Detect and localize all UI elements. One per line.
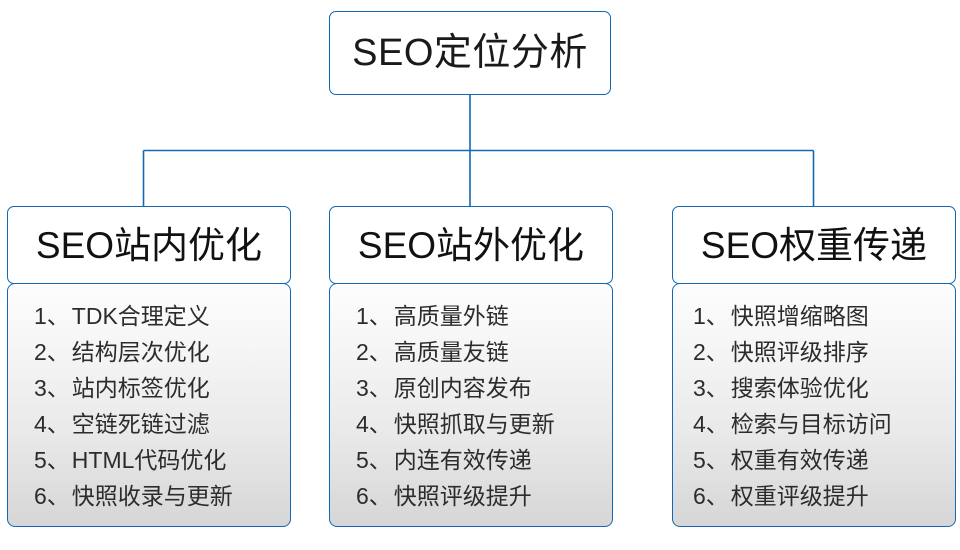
list-item-number: 5、 — [34, 447, 70, 473]
list-item-text: 权重有效传递 — [730, 447, 869, 473]
list-item: 4、 检索与目标访问 — [673, 406, 955, 442]
list-item-text: 快照抓取与更新 — [393, 411, 555, 437]
list-item-number: 6、 — [693, 483, 729, 509]
branch-column-1: SEO站内优化 1、 TDK合理定义 2、 结构层次优化 3、 站内标签优化 4… — [7, 206, 291, 527]
list-item: 5、 HTML代码优化 — [8, 442, 290, 478]
list-item-text: 权重评级提升 — [730, 483, 869, 509]
list-item-number: 6、 — [34, 483, 70, 509]
list-item: 2、 高质量友链 — [330, 334, 612, 370]
root-node[interactable]: SEO定位分析 — [329, 11, 611, 95]
branch-header-3[interactable]: SEO权重传递 — [672, 206, 956, 284]
list-item-text: 原创内容发布 — [393, 375, 532, 401]
list-item-text: 高质量外链 — [393, 303, 509, 329]
list-item: 6、 快照收录与更新 — [8, 478, 290, 514]
list-item-number: 4、 — [34, 411, 70, 437]
list-item-text: 站内标签优化 — [71, 375, 210, 401]
list-item-text: HTML代码优化 — [71, 447, 227, 473]
list-item-text: 快照收录与更新 — [71, 483, 233, 509]
list-item: 6、 快照评级提升 — [330, 478, 612, 514]
list-item-number: 2、 — [693, 339, 729, 365]
list-item-number: 3、 — [356, 375, 392, 401]
list-item-number: 1、 — [693, 303, 729, 329]
root-node-label: SEO定位分析 — [352, 32, 588, 74]
branch-header-label-2: SEO站外优化 — [357, 224, 585, 266]
list-item: 2、 快照评级排序 — [673, 334, 955, 370]
list-item-text: 高质量友链 — [393, 339, 509, 365]
list-item-number: 5、 — [356, 447, 392, 473]
list-item: 1、 高质量外链 — [330, 298, 612, 334]
branch-header-1[interactable]: SEO站内优化 — [7, 206, 291, 284]
list-item: 5、 权重有效传递 — [673, 442, 955, 478]
list-item: 4、 快照抓取与更新 — [330, 406, 612, 442]
list-item-text: 快照增缩略图 — [730, 303, 869, 329]
list-item-number: 1、 — [356, 303, 392, 329]
branch-list-2: 1、 高质量外链 2、 高质量友链 3、 原创内容发布 4、 快照抓取与更新 5… — [329, 283, 613, 527]
list-item-text: 快照评级排序 — [730, 339, 869, 365]
branch-header-label-1: SEO站内优化 — [35, 224, 263, 266]
list-item-text: 空链死链过滤 — [71, 411, 210, 437]
list-item: 2、 结构层次优化 — [8, 334, 290, 370]
list-item: 5、 内连有效传递 — [330, 442, 612, 478]
list-item: 3、 搜索体验优化 — [673, 370, 955, 406]
branch-header-label-3: SEO权重传递 — [700, 224, 928, 266]
list-item-text: 检索与目标访问 — [730, 411, 892, 437]
list-item-text: 结构层次优化 — [71, 339, 210, 365]
list-item-number: 1、 — [34, 303, 70, 329]
branch-list-3: 1、 快照增缩略图 2、 快照评级排序 3、 搜索体验优化 4、 检索与目标访问… — [672, 283, 956, 527]
list-item-number: 6、 — [356, 483, 392, 509]
branch-list-1: 1、 TDK合理定义 2、 结构层次优化 3、 站内标签优化 4、 空链死链过滤… — [7, 283, 291, 527]
list-item-number: 4、 — [693, 411, 729, 437]
list-item: 1、 快照增缩略图 — [673, 298, 955, 334]
list-item-text: 内连有效传递 — [393, 447, 532, 473]
list-item-number: 2、 — [34, 339, 70, 365]
list-item-text: 快照评级提升 — [393, 483, 532, 509]
list-item-text: TDK合理定义 — [71, 303, 210, 329]
list-item: 6、 权重评级提升 — [673, 478, 955, 514]
list-item-text: 搜索体验优化 — [730, 375, 869, 401]
list-item-number: 3、 — [34, 375, 70, 401]
branch-column-3: SEO权重传递 1、 快照增缩略图 2、 快照评级排序 3、 搜索体验优化 4、… — [672, 206, 956, 527]
branch-header-2[interactable]: SEO站外优化 — [329, 206, 613, 284]
list-item: 4、 空链死链过滤 — [8, 406, 290, 442]
list-item: 3、 站内标签优化 — [8, 370, 290, 406]
list-item: 3、 原创内容发布 — [330, 370, 612, 406]
list-item-number: 5、 — [693, 447, 729, 473]
list-item: 1、 TDK合理定义 — [8, 298, 290, 334]
list-item-number: 2、 — [356, 339, 392, 365]
branch-column-2: SEO站外优化 1、 高质量外链 2、 高质量友链 3、 原创内容发布 4、 快… — [329, 206, 613, 527]
list-item-number: 3、 — [693, 375, 729, 401]
list-item-number: 4、 — [356, 411, 392, 437]
